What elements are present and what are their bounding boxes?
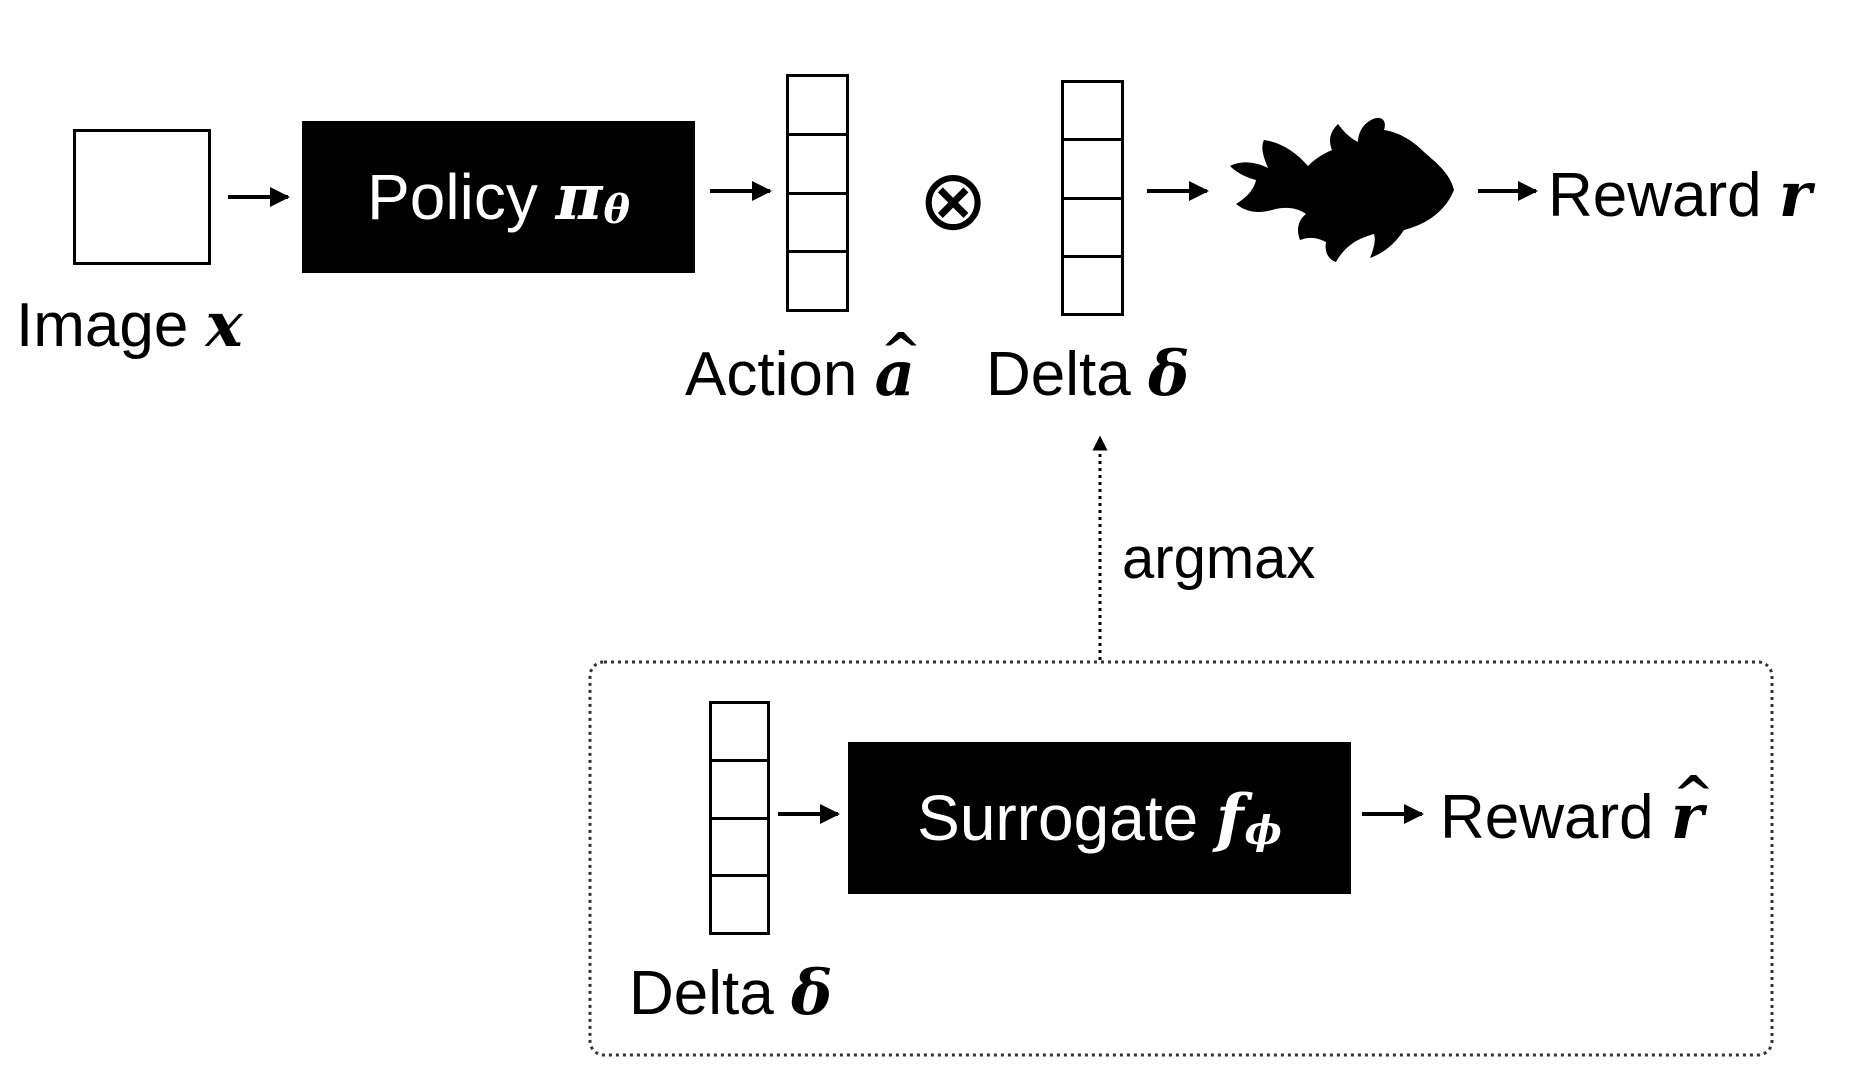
action-label: Action a <box>685 343 915 406</box>
action-label-symbol: a <box>875 343 915 405</box>
image-box <box>73 129 211 265</box>
policy-symbol: π <box>555 159 603 235</box>
vector-cell <box>789 136 846 195</box>
reward-bottom-text: Reward <box>1440 783 1654 852</box>
otimes-operator: ⊗ <box>918 151 989 249</box>
reward-bottom-label: Reward r <box>1440 786 1704 849</box>
vector-cell <box>712 704 767 762</box>
reward-top-symbol: r <box>1778 158 1812 231</box>
reward-bottom-symbol: r <box>1671 786 1704 848</box>
image-label-symbol: x <box>205 288 243 361</box>
action-vector <box>786 74 849 312</box>
vector-cell <box>1064 141 1121 200</box>
delta-top-text: Delta <box>986 340 1131 409</box>
vector-cell <box>1064 83 1121 142</box>
delta-top-symbol: δ <box>1147 337 1190 410</box>
image-label: Image x <box>16 294 243 357</box>
vector-cell <box>789 195 846 254</box>
delta-vector-bottom <box>709 701 770 935</box>
surrogate-text: Surrogate <box>917 782 1199 854</box>
delta-bottom-symbol: δ <box>790 956 833 1029</box>
vector-cell <box>712 762 767 820</box>
policy-subscript: θ <box>603 186 630 233</box>
delta-bottom-text: Delta <box>629 959 774 1028</box>
surrogate-group-frame <box>588 660 1774 1057</box>
vector-cell <box>1064 258 1121 313</box>
vector-cell <box>789 253 846 309</box>
fish-icon <box>1230 117 1454 263</box>
image-label-text: Image <box>16 291 189 360</box>
reward-top-text: Reward <box>1548 161 1762 230</box>
surrogate-subscript: ϕ <box>1244 807 1282 854</box>
action-label-text: Action <box>685 340 858 409</box>
delta-top-label: Delta δ <box>986 343 1189 406</box>
delta-bottom-label: Delta δ <box>629 962 832 1025</box>
reward-top-label: Reward r <box>1548 164 1812 227</box>
vector-cell <box>1064 200 1121 258</box>
vector-cell <box>789 77 846 136</box>
surrogate-symbol: f <box>1215 780 1244 856</box>
policy-text: Policy <box>367 161 538 233</box>
delta-vector-top <box>1061 80 1124 316</box>
argmax-label: argmax <box>1122 526 1316 591</box>
vector-cell <box>712 820 767 878</box>
vector-cell <box>712 877 767 932</box>
